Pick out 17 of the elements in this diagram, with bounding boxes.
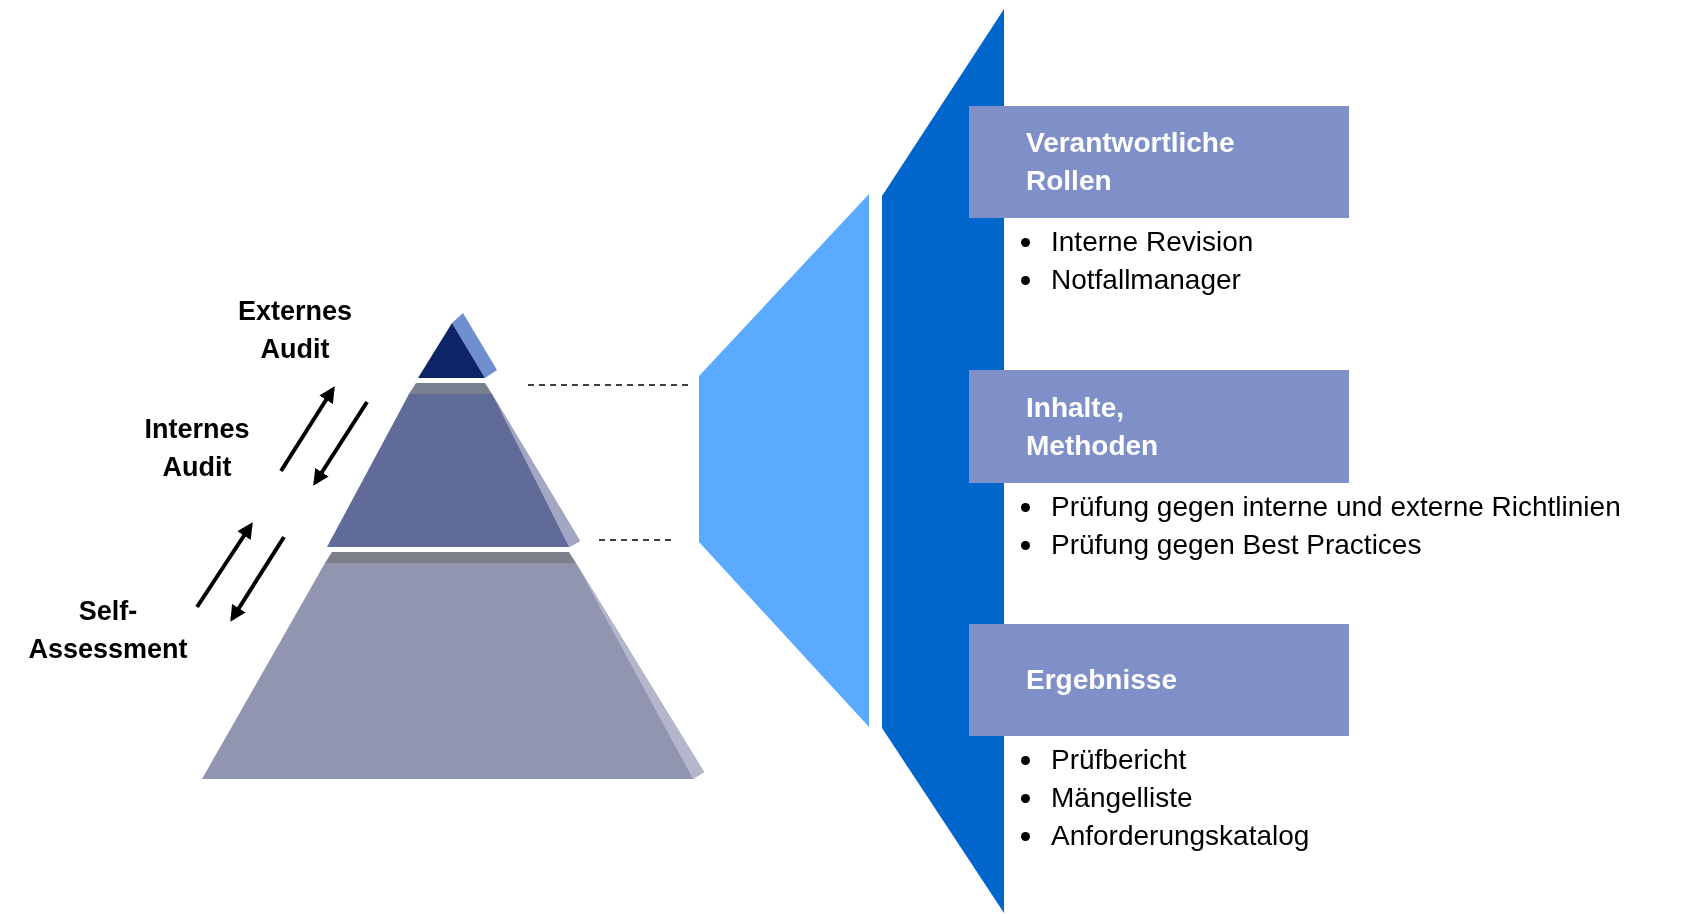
- arrow: [313, 400, 369, 486]
- arrow: [195, 522, 253, 609]
- bullet-item: Notfallmanager: [1051, 261, 1241, 299]
- bullet-item: Prüfung gegen interne und externe Richtlinien: [1051, 488, 1621, 526]
- bullet-item: Prüfbericht: [1051, 741, 1187, 779]
- bullet-item: Prüfung gegen Best Practices: [1051, 526, 1422, 564]
- header-box: Inhalte, Methoden: [969, 370, 1349, 483]
- header-box: Verantwortliche Rollen: [969, 106, 1349, 218]
- arrow: [230, 535, 286, 622]
- header-box: Ergebnisse: [969, 624, 1349, 736]
- arrow: [279, 386, 335, 473]
- level-label: Internes Audit: [112, 410, 282, 486]
- level-label: Externes Audit: [210, 292, 380, 368]
- bullet-item: Interne Revision: [1051, 223, 1254, 261]
- bullet-item: Anforderungskatalog: [1051, 817, 1310, 855]
- level-label: Self-Assessment: [8, 592, 208, 668]
- bullet-item: Mängelliste: [1051, 779, 1193, 817]
